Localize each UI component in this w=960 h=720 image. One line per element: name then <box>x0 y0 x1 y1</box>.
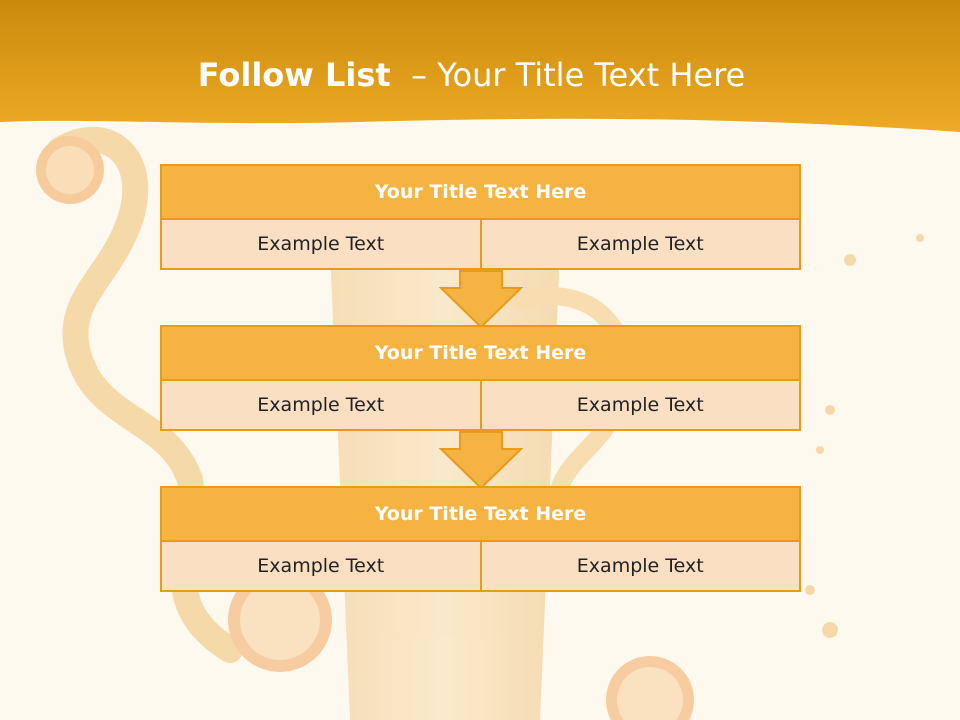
block-cell-left: Example Text <box>160 381 482 431</box>
list-block-3: Your Title Text Here Example Text Exampl… <box>160 486 801 592</box>
slide-title: Follow List – Your Title Text Here <box>0 52 943 98</box>
block-cell-left: Example Text <box>160 220 482 270</box>
title-rest-part: – Your Title Text Here <box>411 56 746 94</box>
block-row: Example Text Example Text <box>160 220 801 270</box>
title-spacer <box>391 56 411 94</box>
block-cell-right: Example Text <box>481 542 801 592</box>
block-row: Example Text Example Text <box>160 542 801 592</box>
block-title: Your Title Text Here <box>160 486 801 542</box>
list-block-2: Your Title Text Here Example Text Exampl… <box>160 325 801 431</box>
block-row: Example Text Example Text <box>160 381 801 431</box>
title-bold-part: Follow List <box>197 56 391 94</box>
block-title: Your Title Text Here <box>160 325 801 381</box>
block-cell-right: Example Text <box>481 220 801 270</box>
list-block-1: Your Title Text Here Example Text Exampl… <box>160 164 801 270</box>
down-arrow-icon <box>439 270 523 328</box>
block-title: Your Title Text Here <box>160 164 801 220</box>
block-cell-left: Example Text <box>160 542 482 592</box>
header-band <box>0 0 960 132</box>
down-arrow-icon <box>439 431 523 489</box>
block-cell-right: Example Text <box>481 381 801 431</box>
